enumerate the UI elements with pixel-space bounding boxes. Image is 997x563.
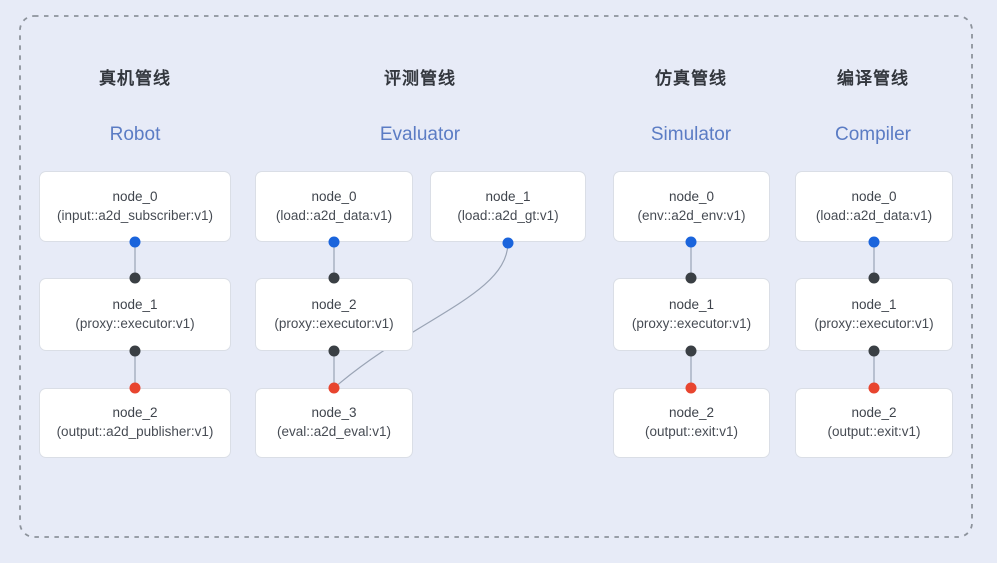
pipeline-title-cn-robot: 真机管线	[99, 69, 171, 88]
node-box-evaluator-node1: node_1 (load::a2d_gt:v1)	[430, 171, 586, 242]
node-impl: (load::a2d_gt:v1)	[457, 207, 559, 223]
port-dot-final	[685, 382, 697, 394]
node-impl: (proxy::executor:v1)	[631, 315, 752, 331]
node-box-simulator-node2: node_2 (output::exit:v1)	[613, 388, 770, 458]
node-box-evaluator-node3: node_3 (eval::a2d_eval:v1)	[255, 388, 413, 458]
port-dot-source	[502, 237, 514, 249]
node-box-simulator-node0: node_0 (env::a2d_env:v1)	[613, 171, 770, 242]
port-dot-input	[685, 272, 697, 284]
node-box-simulator-node1: node_1 (proxy::executor:v1)	[613, 278, 770, 351]
port-dot-output	[868, 345, 880, 357]
node-impl: (env::a2d_env:v1)	[637, 207, 746, 223]
node-impl: (eval::a2d_eval:v1)	[276, 424, 392, 439]
node-name: node_2	[668, 405, 715, 421]
port-dot-output	[129, 345, 141, 357]
node-name: node_2	[311, 296, 357, 312]
node-box-compiler-node2: node_2 (output::exit:v1)	[795, 388, 953, 458]
node-name: node_1	[851, 296, 897, 312]
port-dot-input	[328, 272, 340, 284]
port-dot-output	[685, 345, 697, 357]
pipeline-title-en-compiler: Compiler	[834, 124, 912, 145]
pipeline-title-cn-compiler: 编译管线	[837, 69, 909, 88]
node-impl: (load::a2d_data:v1)	[815, 207, 933, 223]
node-impl: (proxy::executor:v1)	[814, 315, 934, 331]
pipeline-title-cn-evaluator: 评测管线	[384, 69, 456, 88]
node-impl: (output::exit:v1)	[827, 424, 921, 439]
node-box-compiler-node1: node_1 (proxy::executor:v1)	[795, 278, 953, 351]
node-name: node_1	[668, 296, 715, 312]
port-dot-source	[685, 236, 697, 248]
node-box-evaluator-node2: node_2 (proxy::executor:v1)	[255, 278, 413, 351]
node-name: node_3	[311, 405, 357, 421]
edge-gt-to-eval	[333, 242, 509, 389]
node-name: node_0	[668, 188, 715, 204]
port-dot-source	[868, 236, 880, 248]
node-impl: (load::a2d_data:v1)	[275, 207, 393, 223]
node-impl: (output::a2d_publisher:v1)	[56, 424, 214, 439]
pipeline-title-en-evaluator: Evaluator	[379, 124, 461, 145]
node-impl: (input::a2d_subscriber:v1)	[56, 207, 214, 223]
pipeline-title-en-simulator: Simulator	[650, 124, 732, 145]
node-impl: (proxy::executor:v1)	[75, 315, 195, 331]
node-impl: (proxy::executor:v1)	[274, 315, 394, 331]
node-name: node_1	[112, 296, 158, 312]
node-box-robot-node2: node_2 (output::a2d_publisher:v1)	[39, 388, 231, 458]
node-name: node_0	[112, 188, 158, 204]
node-box-robot-node1: node_1 (proxy::executor:v1)	[39, 278, 231, 351]
port-dot-final	[129, 382, 141, 394]
pipeline-title-cn-simulator: 仿真管线	[655, 69, 727, 88]
node-box-evaluator-node0: node_0 (load::a2d_data:v1)	[255, 171, 413, 242]
port-dot-source	[328, 236, 340, 248]
node-name: node_0	[851, 188, 897, 204]
dashed-container-border	[19, 15, 973, 538]
node-name: node_2	[851, 405, 897, 421]
pipeline-title-en-robot: Robot	[109, 124, 161, 145]
port-dot-output	[328, 345, 340, 357]
port-dot-input	[868, 272, 880, 284]
node-name: node_1	[485, 188, 531, 204]
port-dot-final	[868, 382, 880, 394]
node-box-compiler-node0: node_0 (load::a2d_data:v1)	[795, 171, 953, 242]
node-box-robot-node0: node_0 (input::a2d_subscriber:v1)	[39, 171, 231, 242]
node-impl: (output::exit:v1)	[644, 424, 739, 439]
node-name: node_2	[112, 405, 158, 421]
port-dot-final	[328, 382, 340, 394]
port-dot-source	[129, 236, 141, 248]
port-dot-input	[129, 272, 141, 284]
node-name: node_0	[311, 188, 357, 204]
